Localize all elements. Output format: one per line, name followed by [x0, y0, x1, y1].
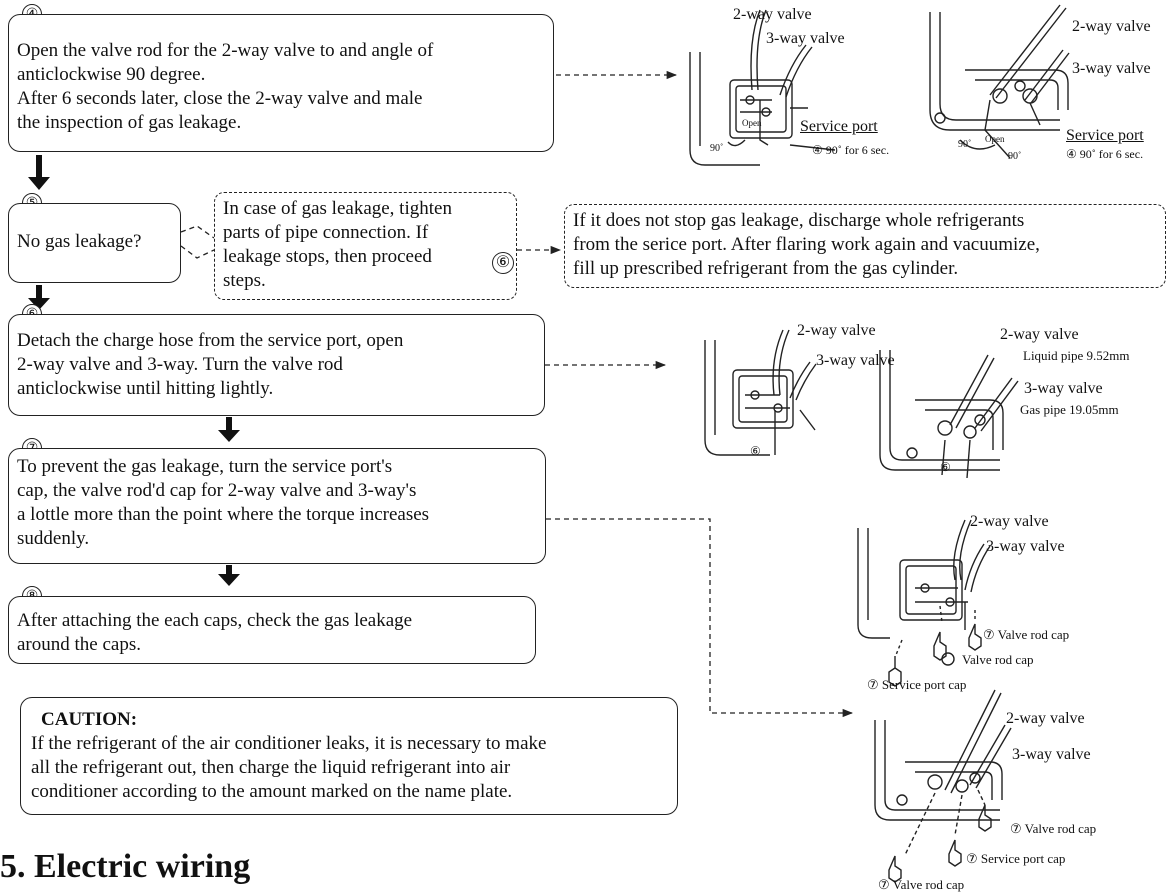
- step-5-leak-line-2: parts of pipe connection. If: [223, 222, 429, 243]
- caution-line-1: If the refrigerant of the air conditione…: [31, 733, 547, 754]
- caution-line-3: conditioner according to the amount mark…: [31, 781, 513, 802]
- fig2-deg-label-2: 90˚: [1008, 151, 1022, 162]
- step-5-refill-line-2: from the serice port. After flaring work…: [573, 234, 1040, 255]
- step-8-line-2: around the caps.: [17, 634, 141, 655]
- step-5-refill-line-3: fill up prescribed refrigerant from the …: [573, 258, 959, 279]
- fig2-deg-label-1: 90˚: [958, 139, 972, 150]
- fig5-2way-label: 2-way valve: [970, 513, 1049, 530]
- step-8-line-1: After attaching the each caps, check the…: [17, 610, 413, 631]
- fig6-valve-cap-1-label: ⑦ Valve rod cap: [1010, 821, 1097, 836]
- fig4-2way-label: 2-way valve: [1000, 326, 1079, 343]
- fig6-service-cap-label: ⑦ Service port cap: [966, 851, 1066, 866]
- step-6-reference-mark: ⑥: [492, 252, 514, 274]
- step-7-line-3: a lottle more than the point where the t…: [17, 504, 430, 525]
- fig2-2way-label: 2-way valve: [1072, 18, 1151, 35]
- step-5-leak-note: In case of gas leakage, tighten parts of…: [214, 192, 517, 300]
- step-6-line-2: 2-way valve and 3-way. Turn the valve ro…: [17, 354, 343, 375]
- step-6-line-1: Detach the charge hose from the service …: [17, 330, 404, 351]
- step-6-line-3: anticlockwise until hitting lightly.: [17, 378, 274, 399]
- fig5-service-cap-label: ⑦ Service port cap: [867, 677, 967, 692]
- fig1-note: ④ 90˚ for 6 sec.: [812, 143, 890, 157]
- fig4-illustration: [879, 350, 1019, 479]
- step-5-leak-line-3: leakage stops, then proceed: [223, 246, 432, 267]
- step-7-line-1: To prevent the gas leakage, turn the ser…: [17, 456, 393, 477]
- fig6-illustration: [874, 689, 1012, 883]
- fig2-open-label: Open: [985, 134, 1005, 144]
- fig2-illustration: [929, 4, 1070, 159]
- fig1-deg-label: 90˚: [710, 143, 724, 154]
- caution-line-2: all the refrigerant out, then charge the…: [31, 757, 511, 778]
- step-5-text: No gas leakage?: [17, 231, 142, 252]
- fig6-valve-cap-2-label: ⑦ Valve rod cap: [878, 877, 965, 892]
- step-7-line-4: suddenly.: [17, 528, 90, 549]
- fig5-3way-label: 3-way valve: [986, 538, 1065, 555]
- step-5-refill-line-1: If it does not stop gas leakage, dischar…: [573, 210, 1025, 231]
- step-4-box: Open the valve rod for the 2-way valve t…: [8, 14, 554, 152]
- fig6-2way-label: 2-way valve: [1006, 710, 1085, 727]
- step-4-line-1: Open the valve rod for the 2-way valve t…: [17, 40, 434, 61]
- fig5-illustration: [857, 519, 991, 687]
- step-5-refill-note: If it does not stop gas leakage, dischar…: [564, 204, 1166, 288]
- fig4-mark: ⑥: [940, 460, 951, 474]
- fig6-3way-label: 3-way valve: [1012, 746, 1091, 763]
- fig3-mark: ⑥: [750, 444, 761, 458]
- fig5-valve-cap-2-label: Valve rod cap: [962, 652, 1034, 667]
- section-heading: 5. Electric wiring: [0, 848, 251, 885]
- fig5-valve-cap-1-label: ⑦ Valve rod cap: [983, 627, 1070, 642]
- step-7-box: To prevent the gas leakage, turn the ser…: [8, 448, 546, 564]
- fig1-illustration: [689, 9, 836, 166]
- caution-title: CAUTION:: [41, 709, 138, 730]
- step-4-line-3: After 6 seconds later, close the 2-way v…: [17, 88, 423, 109]
- fig4-liquid-pipe-label: Liquid pipe 9.52mm: [1023, 348, 1130, 363]
- fig1-2way-label: 2-way valve: [733, 6, 812, 23]
- fig4-3way-label: 3-way valve: [1024, 380, 1103, 397]
- fig2-3way-label: 3-way valve: [1072, 60, 1151, 77]
- caution-box: CAUTION: If the refrigerant of the air c…: [20, 697, 678, 815]
- fig2-note: ④ 90˚ for 6 sec.: [1066, 147, 1144, 161]
- fig1-open-label: Open: [742, 118, 762, 128]
- fig3-2way-label: 2-way valve: [797, 322, 876, 339]
- step-5-leak-line-1: In case of gas leakage, tighten: [223, 198, 452, 219]
- fig3-3way-label: 3-way valve: [816, 352, 895, 369]
- step-8-box: After attaching the each caps, check the…: [8, 596, 536, 664]
- step-6-box: Detach the charge hose from the service …: [8, 314, 545, 416]
- fig1-service-port-label: Service port: [800, 118, 878, 135]
- fig4-gas-pipe-label: Gas pipe 19.05mm: [1020, 402, 1119, 417]
- step-5-leak-line-4: steps.: [223, 270, 266, 291]
- step-4-line-4: the inspection of gas leakage.: [17, 112, 242, 133]
- fig1-3way-label: 3-way valve: [766, 30, 845, 47]
- step-7-line-2: cap, the valve rod'd cap for 2-way valve…: [17, 480, 417, 501]
- step-5-box: No gas leakage?: [8, 203, 181, 283]
- fig2-service-port-label: Service port: [1066, 127, 1144, 144]
- fig3-illustration: [704, 329, 817, 456]
- step-4-line-2: anticlockwise 90 degree.: [17, 64, 206, 85]
